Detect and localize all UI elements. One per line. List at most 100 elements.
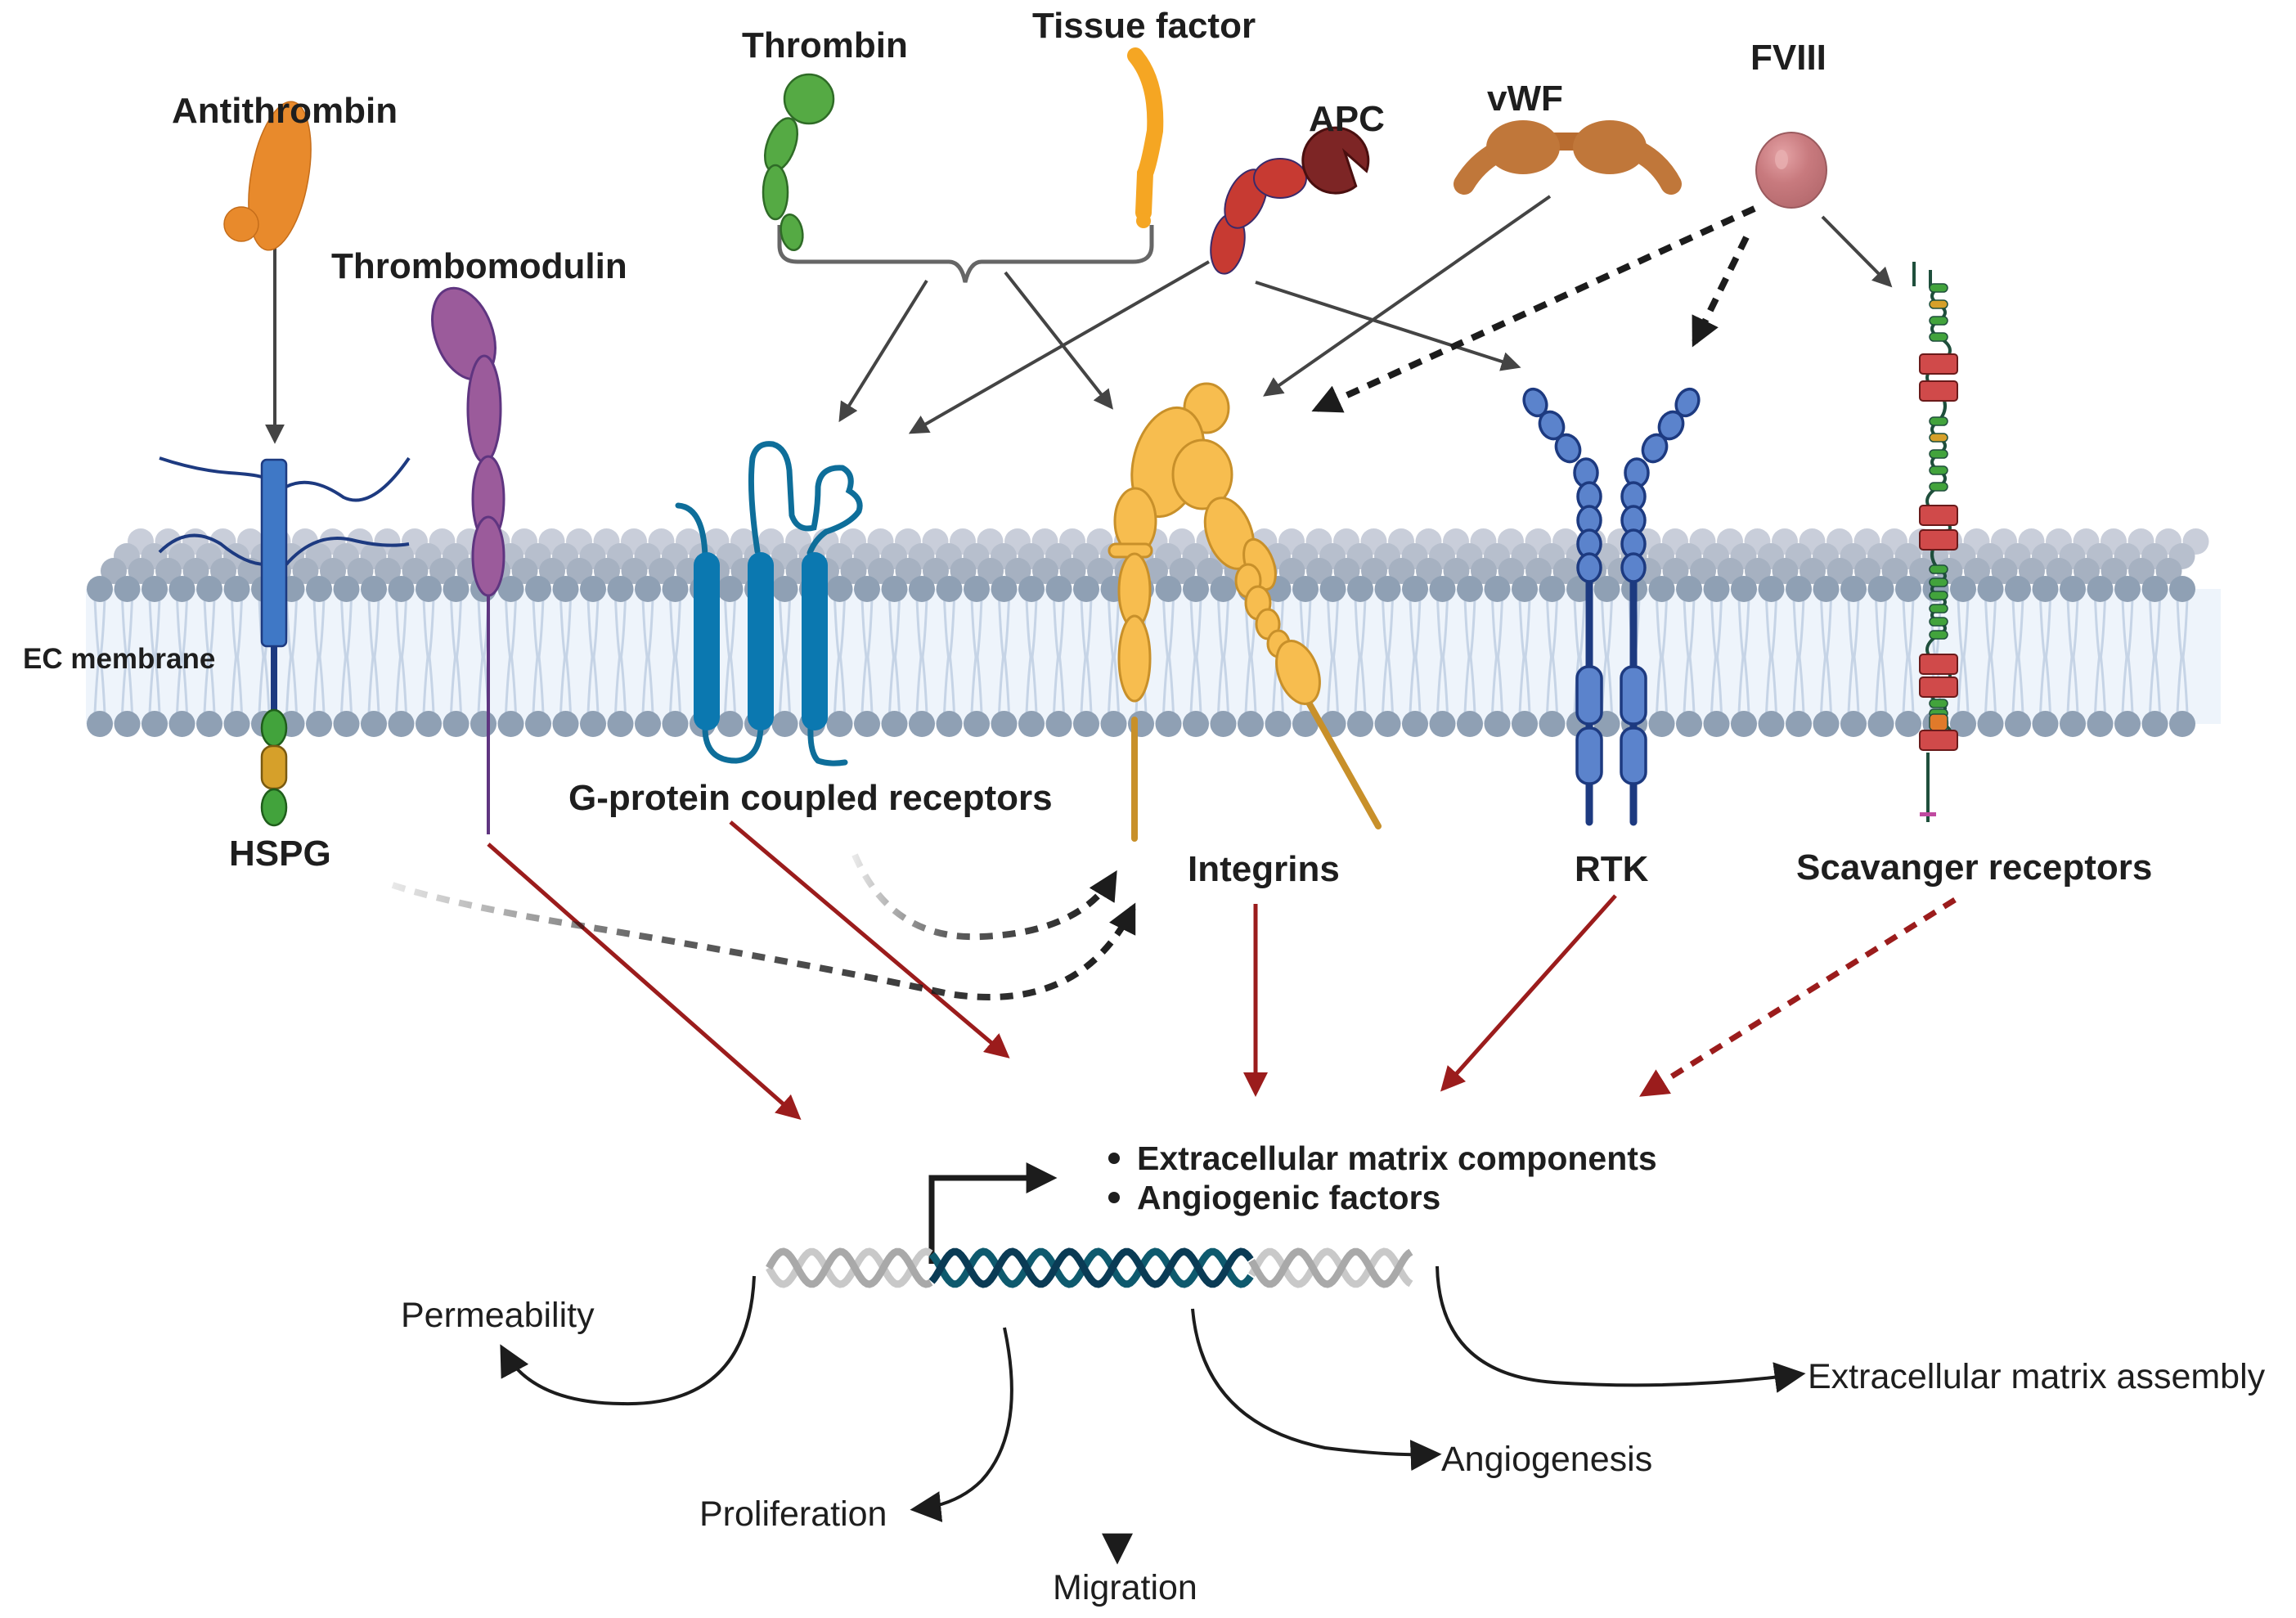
lipid-head [923, 558, 949, 584]
dna-strand-inactive [1248, 1247, 1413, 1288]
lipid-head [142, 711, 168, 737]
scavenger-domain-large [1919, 654, 1958, 675]
lipid-head [1210, 576, 1237, 602]
lipid-tail [729, 598, 736, 714]
lipid-tail [154, 598, 161, 714]
arrow-scavenger-nucleus [1639, 897, 1957, 1097]
lipid-head [1498, 558, 1525, 584]
lipid-head [1278, 558, 1305, 584]
apc-label: APC [1309, 99, 1385, 139]
lipid-head [1977, 711, 2004, 737]
ec-membrane [86, 528, 2221, 737]
arrow-angiogenesis [1191, 1308, 1442, 1472]
lipid-head [1471, 558, 1497, 584]
lipid-tail [126, 598, 133, 714]
ligand-arrows [265, 195, 1893, 444]
lipid-head [128, 558, 155, 584]
lipid-tail [203, 598, 210, 714]
thrombomodulin-receptor [431, 286, 505, 834]
lipid-head [881, 576, 908, 602]
arrow-rtk-nucleus [1440, 894, 1617, 1092]
rtk-label: RTK [1575, 849, 1649, 889]
lipid-tail [1003, 598, 1010, 714]
arrow-hspg-integrins [391, 882, 1136, 1000]
lipid-head [1676, 711, 1702, 737]
lipid-tail [181, 598, 188, 714]
lipid-head [2155, 558, 2182, 584]
lipid-tail [340, 598, 348, 714]
lipid-tail [1546, 598, 1553, 714]
arrow-fviii-integrins [1311, 205, 1756, 413]
fviii-label: FVIII [1750, 38, 1826, 78]
lipid-head [1059, 558, 1086, 584]
lipid-head [1197, 558, 1223, 584]
lipid-head [333, 576, 360, 602]
lipid-tail [2181, 598, 2189, 714]
lipid-head [1964, 558, 1990, 584]
lipid-tail [1518, 598, 1525, 714]
lipid-tail [1167, 598, 1175, 714]
dna-strand-inactive [766, 1247, 933, 1288]
lipid-tail [1222, 598, 1229, 714]
scavenger-domain-small [1929, 617, 1948, 627]
arrow-gpcr-nucleus [729, 820, 1010, 1058]
scavenger-domain-large [1919, 380, 1958, 402]
lipid-head [1183, 711, 1209, 737]
lipid-tail [888, 598, 896, 714]
lipid-head [1087, 558, 1113, 584]
lipid-tail [1907, 598, 1915, 714]
lipid-head [2074, 558, 2100, 584]
outcome-arrows [500, 1265, 1806, 1565]
vwf-molecule [1454, 120, 1682, 195]
lipid-head [1525, 558, 1552, 584]
lipid-tail [1409, 598, 1416, 714]
lipid-tail [422, 598, 429, 714]
lipid-head [1100, 711, 1127, 737]
brace-thrombin-tissue-factor [777, 225, 1154, 283]
lipid-tail [312, 598, 320, 714]
lipid-head [552, 576, 579, 602]
membrane-label: EC membrane [23, 643, 215, 675]
lipid-head [347, 558, 374, 584]
lipid-head [1690, 558, 1716, 584]
lipid-tail [1825, 598, 1832, 714]
lipid-tail [2011, 598, 2019, 714]
lipid-head [223, 711, 250, 737]
lipid-head [909, 711, 935, 737]
arrow-fviii-scavenger [1821, 215, 1893, 288]
lipid-tail [231, 598, 238, 714]
lipid-head [1457, 576, 1483, 602]
lipid-tail [367, 598, 375, 714]
lipid-tail [1792, 598, 1800, 714]
lipid-tail [428, 598, 435, 714]
lipid-tail [1469, 598, 1476, 714]
lipid-tail [1162, 598, 1170, 714]
lipid-tail [838, 598, 846, 714]
integrins-label: Integrins [1188, 849, 1340, 889]
scavenger-domain-small [1929, 630, 1948, 640]
lipid-head [1512, 711, 1538, 737]
lipid-head [1210, 711, 1237, 737]
lipid-head [1443, 558, 1470, 584]
outcome-ecm-assembly: Extracellular matrix assembly [1808, 1357, 2266, 1396]
lipid-head [1758, 576, 1785, 602]
lipid-tail [592, 598, 600, 714]
lipid-tail [1875, 598, 1882, 714]
lipid-head [2169, 576, 2195, 602]
lipid-tail [1058, 598, 1065, 714]
lipid-head [1813, 576, 1840, 602]
tissue-factor-molecule [1127, 47, 1164, 228]
lipid-head [991, 711, 1018, 737]
lipid-head [2087, 711, 2114, 737]
lipid-heads-bottom [87, 711, 2195, 737]
lipid-tail [1080, 598, 1087, 714]
lipid-head [1909, 558, 1935, 584]
gpcr-receptor [675, 441, 863, 766]
scavenger-domain-small [1929, 564, 1948, 574]
lipid-tail [1606, 598, 1613, 714]
lipid-tail [833, 598, 841, 714]
lipid-head [2005, 576, 2031, 602]
lipid-head [1703, 711, 1730, 737]
lipid-head [1539, 576, 1566, 602]
lipid-head [223, 576, 250, 602]
